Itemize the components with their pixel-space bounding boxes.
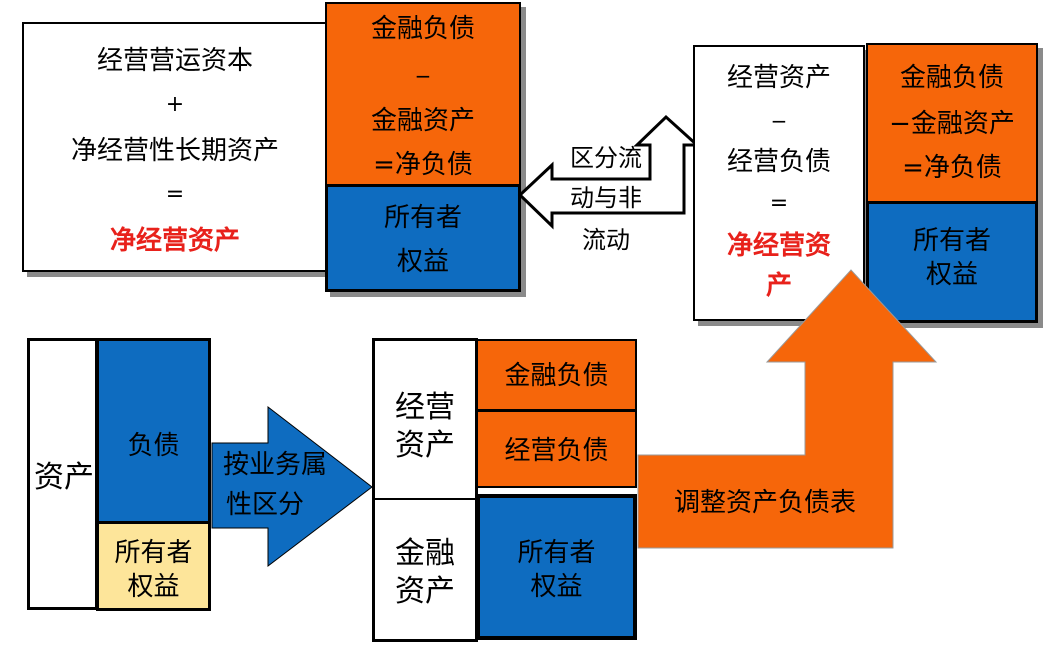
financial-assets-label-right: −金融资产 [889,109,1015,139]
equity-label-line1: 所有者 [383,203,462,233]
operating-assets-line2: 资产 [395,428,455,463]
net-debt-label-right: =净负债 [902,153,1002,183]
operating-liabilities-label: 经营负债 [726,147,831,177]
equity-label-bl-line2: 权益 [127,572,180,602]
distinguish-current-label-line2: 动与非 [570,184,642,212]
adjust-balance-sheet-label: 调整资产负债表 [673,488,856,518]
formula-result-net-operating-assets: 净经营资产 [109,226,240,256]
equity-block-bottom-left: 所有者 权益 [96,521,211,611]
operating-assets-line1: 经营 [395,390,455,425]
assets-label: 资产 [34,460,94,495]
net-debt-label: =净负债 [373,150,473,180]
distinguish-current-label-line3: 流动 [582,226,630,254]
equity-box-top-left: 所有者 权益 [325,184,521,292]
financial-assets-label: 金融资产 [370,106,475,136]
equity-label-line2: 权益 [396,247,449,277]
minus-sign-right: − [770,109,788,133]
equity-label-bm-line1: 所有者 [517,538,596,568]
operating-assets-label: 经营资产 [726,63,831,93]
equity-label-right-line1: 所有者 [912,226,991,256]
operating-liabilities-block: 经营负债 [476,410,637,488]
financial-assets-line2: 资产 [395,574,455,609]
classify-arrow-label-line1: 按业务属 [222,450,327,480]
financial-liabilities-label-right: 金融负债 [899,63,1004,93]
equity-label-bm-line2: 权益 [530,572,583,602]
equity-box-top-right: 所有者 权益 [866,201,1038,323]
classify-arrow-label-line2: 性区分 [225,490,304,520]
formula-line-operating-working-capital: 经营营运资本 [96,46,253,76]
net-operating-assets-result-line2: 产 [765,271,792,301]
equity-block-bottom-mid: 所有者 权益 [476,494,637,640]
operating-liabilities-bottom-label: 经营负债 [504,436,609,466]
assets-column: 资产 [27,338,98,610]
liabilities-label: 负债 [127,431,180,461]
net-operating-assets-box-right: 经营资产 − 经营负债 = 净经营资 产 [693,45,865,321]
minus-sign: − [414,64,432,88]
net-debt-box-right: 金融负债 −金融资产 =净负债 [866,43,1038,203]
financial-assets-line1: 金融 [395,536,455,571]
distinguish-current-label-line1: 区分流 [570,144,642,172]
financial-liabilities-block: 金融负债 [476,339,637,411]
formula-plus: + [165,92,185,117]
equity-label-right-line2: 权益 [925,260,978,290]
operating-financial-assets-column: 经营 资产 金融 资产 [372,338,478,642]
formula-equals: = [165,182,185,207]
liabilities-block: 负债 [96,338,211,524]
formula-line-net-long-term-assets: 净经营性长期资产 [70,136,279,166]
equity-label-bl-line1: 所有者 [114,538,193,568]
net-debt-box: 金融负债 − 金融资产 =净负债 [325,2,521,186]
assets-divider [375,498,475,500]
financial-liabilities-bottom-label: 金融负债 [504,361,609,391]
financial-liabilities-label: 金融负债 [370,14,475,44]
equals-sign-right: = [769,191,789,216]
net-operating-assets-formula-box: 经营营运资本 + 净经营性长期资产 = 净经营资产 [22,22,328,272]
net-operating-assets-result-line1: 净经营资 [726,231,831,261]
